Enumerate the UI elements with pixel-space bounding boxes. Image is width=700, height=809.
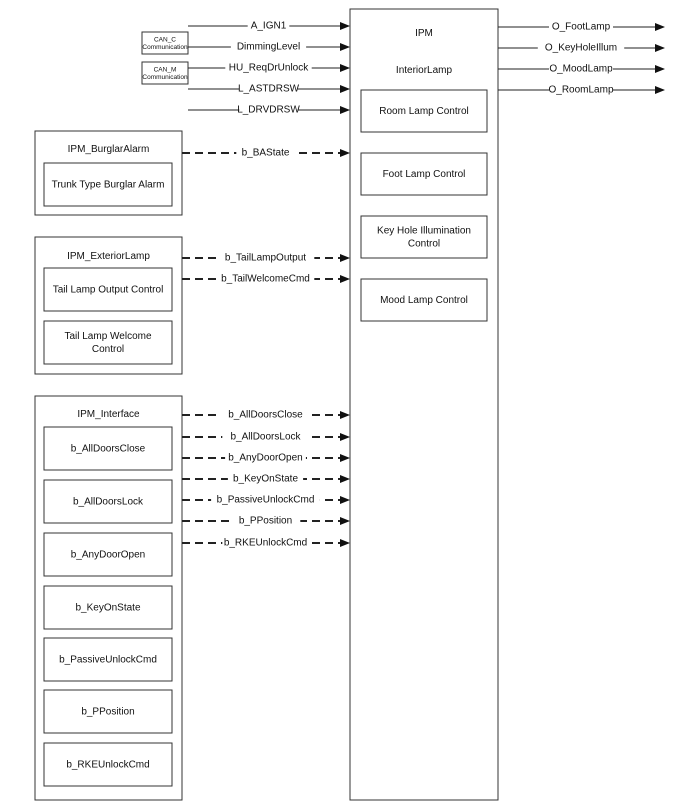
module-block-tail-lamp-output-control-0 xyxy=(43,267,173,312)
signal-b-pposition-label: b_PPosition xyxy=(239,516,292,527)
module-block-b-alldoorsclose-0 xyxy=(43,426,173,471)
input-l-astdrsw-label: L_ASTDRSW xyxy=(238,84,300,95)
signal-b-tailwelcomecmd-label: b_TailWelcomeCmd xyxy=(221,274,310,285)
module-block-b-alldoorslock-1 xyxy=(43,479,173,524)
signal-b-rkeunlockcmd-label: b_RKEUnlockCmd xyxy=(224,538,307,549)
module-block-label-b-pposition-5: b_PPosition xyxy=(81,706,134,717)
module-block-b-rkeunlockcmd-6 xyxy=(43,742,173,787)
module-block-tail-lamp-welcome-control-1 xyxy=(43,320,173,365)
signal-b-alldoorsclose-label-bg xyxy=(219,409,312,421)
output-o-moodlamp-label: O_MoodLamp xyxy=(549,64,613,75)
signal-b-alldoorslock-label: b_AllDoorsLock xyxy=(230,432,301,443)
output-o-roomlamp-label-bg xyxy=(549,84,613,96)
module-block-label-b-rkeunlockcmd-6: b_RKEUnlockCmd xyxy=(66,759,149,770)
input-l-drvdrsw-label-bg xyxy=(239,104,298,116)
signal-b-anydooropen-label: b_AnyDoorOpen xyxy=(228,453,303,464)
signal-b-pposition-label-bg xyxy=(230,515,301,527)
signal-b-bastate-label: b_BAState xyxy=(242,148,290,159)
module-block-label-b-keyonstate-3: b_KeyOnState xyxy=(75,602,140,613)
input-a-ign1-label: A_IGN1 xyxy=(251,21,287,32)
module-block-label-b-anydooropen-2: b_AnyDoorOpen xyxy=(71,549,146,560)
module-title-ipm-exteriorlamp: IPM_ExteriorLamp xyxy=(67,251,150,262)
ipm-subtitle: InteriorLamp xyxy=(396,65,453,76)
module-block-label-b-alldoorsclose-0: b_AllDoorsClose xyxy=(71,443,146,454)
signal-b-tailwelcomecmd-label-bg xyxy=(216,273,315,285)
module-title-ipm-interface: IPM_Interface xyxy=(77,409,140,420)
source-can-m-communication xyxy=(141,61,189,85)
ipm-block-label-room-lamp-control: Room Lamp Control xyxy=(379,106,468,117)
input-a-ign1-label-bg xyxy=(247,20,290,32)
module-block-trunk-type-burglar-alarm-0 xyxy=(43,162,173,207)
input-dimminglevel-label: DimmingLevel xyxy=(237,42,300,53)
ipm-block-mood-lamp-control xyxy=(360,278,488,322)
input-l-drvdrsw-label: L_DRVDRSW xyxy=(237,105,300,116)
module-block-label-trunk-type-burglar-alarm-0: Trunk Type Burglar Alarm xyxy=(52,179,165,190)
module-block-b-anydooropen-2 xyxy=(43,532,173,577)
output-o-moodlamp-label-bg xyxy=(549,63,613,75)
signal-b-alldoorsclose-label: b_AllDoorsClose xyxy=(228,410,303,421)
signal-b-taillampoutput-label-bg xyxy=(216,252,315,264)
ipm-title: IPM xyxy=(415,28,433,39)
module-block-b-passiveunlockcmd-4 xyxy=(43,637,173,682)
module-block-b-keyonstate-3 xyxy=(43,585,173,630)
source-can-c-communication xyxy=(141,31,189,55)
signal-b-keyonstate-label-bg xyxy=(227,473,304,485)
output-o-footlamp-label-bg xyxy=(549,21,613,33)
input-l-astdrsw-label-bg xyxy=(239,83,298,95)
ipm-interior-lamp-block xyxy=(349,8,499,801)
signal-b-bastate-label-bg xyxy=(236,147,295,159)
module-block-label-tail-lamp-output-control-0: Tail Lamp Output Control xyxy=(53,284,164,295)
signal-b-keyonstate-label: b_KeyOnState xyxy=(233,474,298,485)
output-o-keyholeillum-label: O_KeyHoleIllum xyxy=(545,43,617,54)
output-o-keyholeillum-label-bg xyxy=(537,42,625,54)
module-block-label-b-alldoorslock-1: b_AllDoorsLock xyxy=(73,496,144,507)
signal-b-passiveunlockcmd-label-bg xyxy=(211,494,320,506)
module-title-ipm-burglaralarm: IPM_BurglarAlarm xyxy=(68,144,150,155)
output-o-footlamp-label: O_FootLamp xyxy=(552,22,611,33)
ipm-block-label-mood-lamp-control: Mood Lamp Control xyxy=(380,295,468,306)
signal-b-alldoorslock-label-bg xyxy=(222,431,309,443)
signal-b-rkeunlockcmd-label-bg xyxy=(222,537,309,549)
signal-b-anydooropen-label-bg xyxy=(225,452,306,464)
module-block-label-b-passiveunlockcmd-4: b_PassiveUnlockCmd xyxy=(59,654,157,665)
ipm-block-foot-lamp-control xyxy=(360,152,488,196)
ipm-block-room-lamp-control xyxy=(360,89,488,133)
ipm-block-label-foot-lamp-control: Foot Lamp Control xyxy=(383,169,466,180)
signal-b-passiveunlockcmd-label: b_PassiveUnlockCmd xyxy=(217,495,315,506)
input-hu-reqdrunlock-label-bg xyxy=(225,62,312,74)
output-o-roomlamp-label: O_RoomLamp xyxy=(548,85,613,96)
input-hu-reqdrunlock-label: HU_ReqDrUnlock xyxy=(229,63,309,74)
input-dimminglevel-label-bg xyxy=(230,41,307,53)
module-block-b-pposition-5 xyxy=(43,689,173,734)
ipm-block-key-hole-illumination-control xyxy=(360,215,488,259)
signal-b-taillampoutput-label: b_TailLampOutput xyxy=(225,253,306,264)
